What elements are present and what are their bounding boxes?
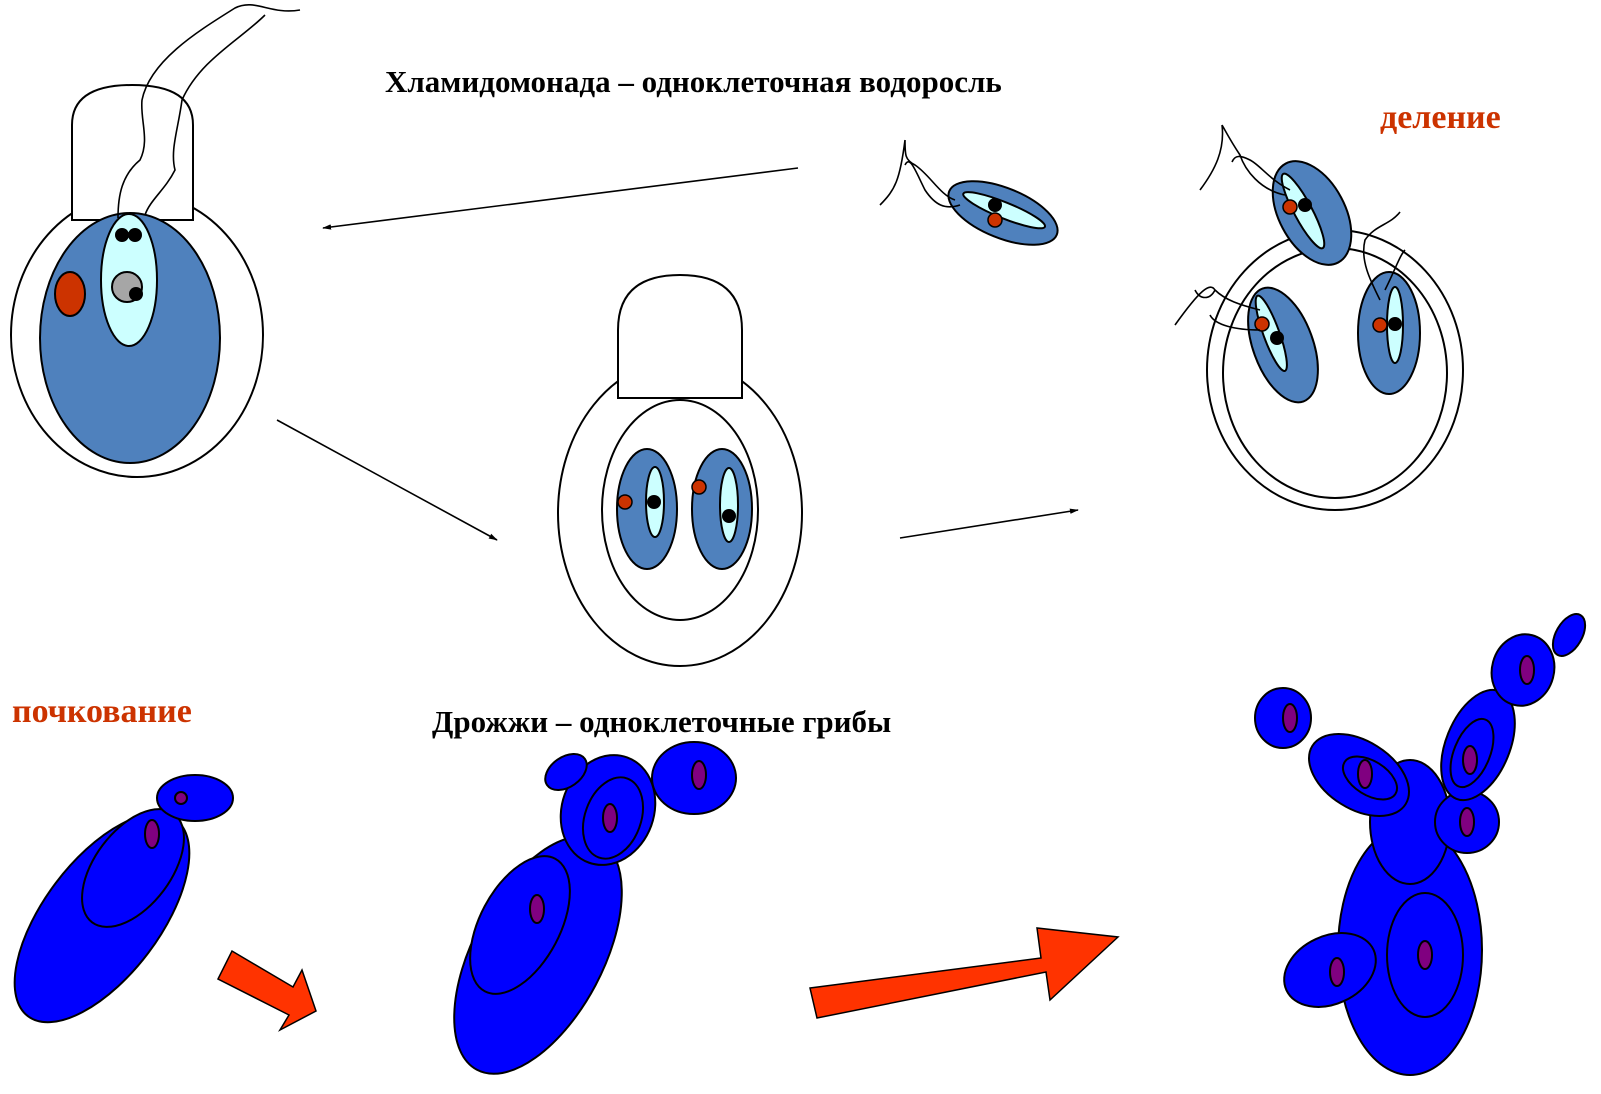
nucleus-dot [988,198,1002,212]
nucleus-dot [1388,317,1402,331]
basal-body-right [128,228,142,242]
nucleus-dot [722,509,736,523]
chlamydomonas-large-cell [11,85,263,477]
yeast-title: Дрожжи – одноклеточные грибы [432,704,891,739]
arrow-to-zoospores [900,510,1078,538]
yeast-nucleus [1330,958,1344,986]
basal-body-left [115,228,129,242]
yeast-nucleus [1283,704,1297,732]
nucleus-dot [1298,198,1312,212]
yeast-nucleus [1358,760,1372,788]
nucleus-dot [647,495,661,509]
yeast-nucleus [145,820,159,848]
eyespot [1373,318,1387,332]
yeast-nucleus [1463,746,1477,774]
budding-label: почкование [12,693,192,730]
bud-nucleus [603,804,617,832]
nucleus-dot [129,287,143,301]
yeast-nucleus [1418,941,1432,969]
eyespot [988,213,1002,227]
second-bud-nucleus [692,761,706,789]
big-arrows [218,928,1118,1030]
eyespot [618,495,632,509]
division-label: деление [1380,99,1501,136]
chlamydomonas-title: Хламидомонада – одноклеточная водоросль [385,64,1002,99]
eyespot [692,480,706,494]
eyespot [1255,317,1269,331]
yeast-colony [1255,609,1592,1075]
big-arrow-1 [218,951,316,1030]
daughter-chromatophore-right [720,468,738,542]
nucleus-dot [1270,331,1284,345]
bud-tip [1546,609,1592,662]
yeast-nucleus [1460,808,1474,836]
eyespot [1283,200,1297,214]
cell-papilla [72,85,193,220]
bud-nucleus [175,792,187,804]
yeast-budding-stage-2 [420,742,736,1094]
chlamydomonas-dividing-cell [558,275,802,666]
yeast-nucleus [530,895,544,923]
big-arrow-2 [810,928,1118,1018]
yeast-budding-stage-1 [0,775,233,1051]
yeast-nucleus [1520,656,1534,684]
eyespot [55,272,85,316]
cell-papilla [618,275,742,398]
bud [157,775,233,821]
chlamydomonas-free-cell [880,140,1066,258]
arrow-to-large-cell [323,168,798,228]
arrow-to-dividing-cell [277,420,497,540]
